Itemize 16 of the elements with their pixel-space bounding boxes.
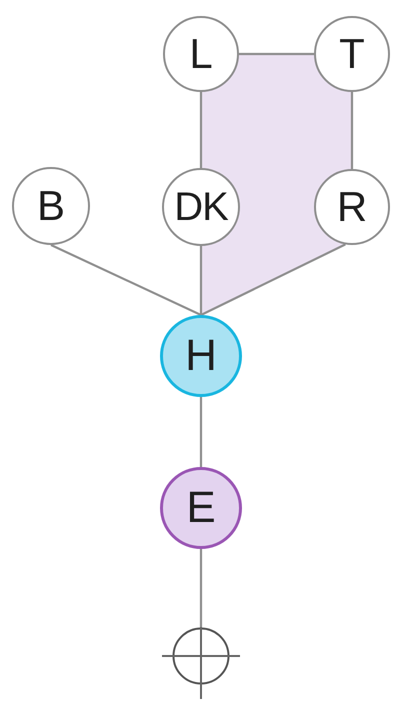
node-label: E [186,486,216,530]
node-label: L [189,33,213,75]
connector-line [50,244,202,316]
connector-line [350,92,354,169]
node-label: R [336,186,368,228]
crosshair-symbol [162,627,240,699]
connector-line [239,52,314,56]
node-label: DK [174,187,228,227]
connector-line [200,549,202,628]
node-label: T [339,33,365,75]
connector-line [200,243,346,316]
node-label: H [185,334,217,378]
connector-line [200,92,202,168]
connector-line [200,246,202,315]
connector-line [200,397,202,467]
node-label: B [36,185,65,227]
